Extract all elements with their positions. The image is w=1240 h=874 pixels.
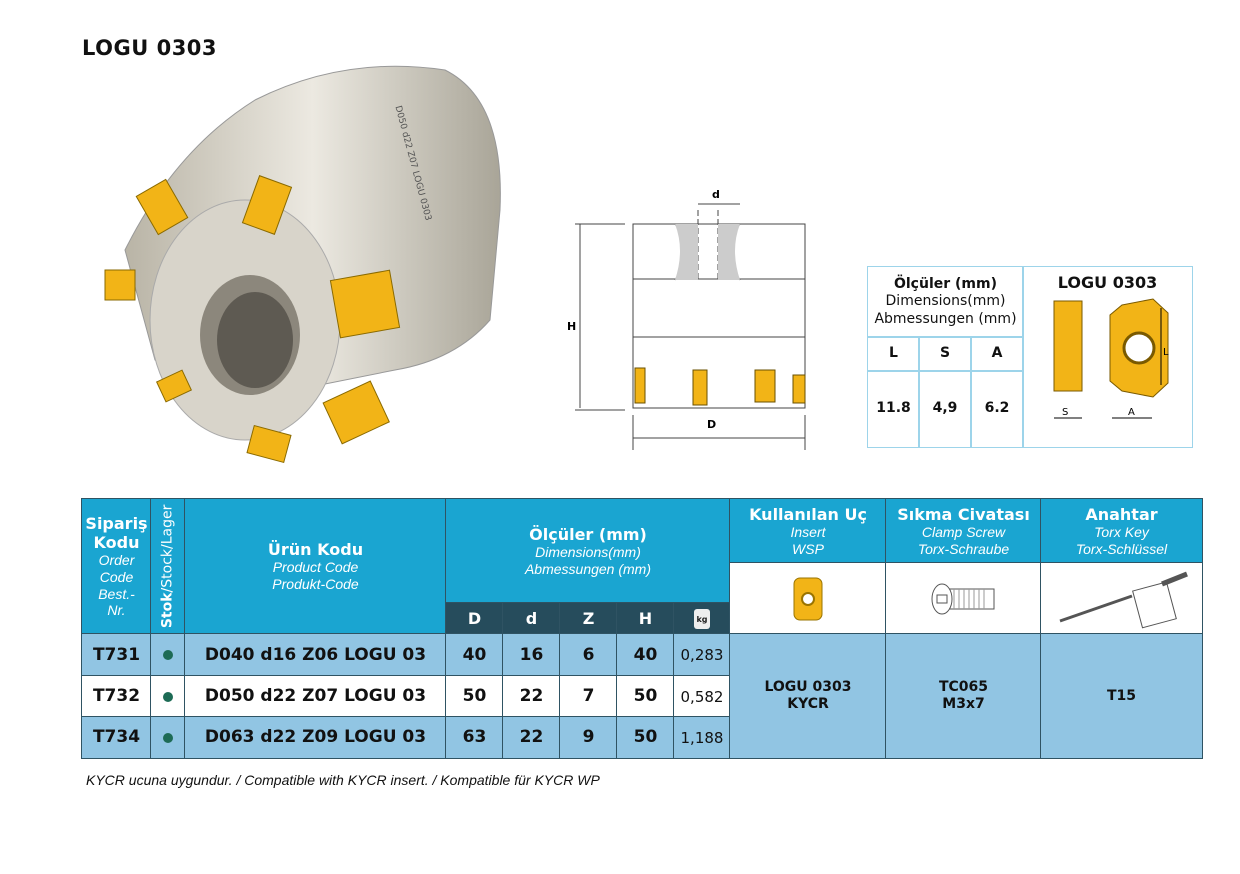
- table-row-2-H: 50: [616, 675, 675, 718]
- col-S: S: [918, 336, 972, 372]
- dims-title-tr: Ölçüler (mm): [893, 275, 997, 292]
- table-row-1-Z: 6: [559, 633, 618, 677]
- label-d: d: [712, 188, 720, 201]
- label-H: H: [567, 320, 576, 333]
- table-row-3-order: T734: [81, 716, 152, 759]
- svg-text:S: S: [1062, 407, 1068, 418]
- col-D: D: [445, 602, 504, 635]
- value-S: 4,9: [918, 370, 972, 448]
- stock-available-dot: [163, 732, 173, 743]
- svg-text:A: A: [1128, 407, 1135, 418]
- insert-title: LOGU 0303: [1057, 273, 1158, 292]
- table-row-3-kg: 1,188: [673, 716, 731, 759]
- weight-icon: kg: [694, 608, 710, 629]
- table-row-1-product: D040 d16 Z06 LOGU 03: [184, 633, 447, 677]
- value-A: 6.2: [970, 370, 1024, 448]
- table-row-3-H: 50: [616, 716, 675, 759]
- table-row-2-stock: [150, 675, 186, 718]
- page-title: LOGU 0303: [82, 36, 218, 60]
- header-stock: Stok/Stock/Lager: [150, 498, 186, 635]
- dims-title-en: Dimensions(mm): [885, 293, 1006, 310]
- col-Z: Z: [559, 602, 618, 635]
- torx-key-image: [1040, 562, 1203, 635]
- footnote: KYCR ucuna uygundur. / Compatible with K…: [86, 772, 600, 788]
- table-row-2-order: T732: [81, 675, 152, 718]
- insert-figure: L S A: [1053, 298, 1169, 419]
- table-row-2-d: 22: [502, 675, 561, 718]
- col-d: d: [502, 602, 561, 635]
- key-value: T15: [1040, 633, 1203, 759]
- table-row-1-stock: [150, 633, 186, 677]
- table-row-3-Z: 9: [559, 716, 618, 759]
- table-row-2-product: D050 d22 Z07 LOGU 03: [184, 675, 447, 718]
- table-row-1-order: T731: [81, 633, 152, 677]
- col-weight: kg: [673, 602, 731, 635]
- col-L: L: [867, 336, 920, 372]
- milling-cutter-image: D050 d22 Z07 LOGU 0303: [104, 65, 501, 464]
- table-row-2-kg: 0,582: [673, 675, 731, 718]
- screw-image: [885, 562, 1042, 635]
- col-A: A: [970, 336, 1024, 372]
- table-row-3-D: 63: [445, 716, 504, 759]
- insert-image: [729, 562, 887, 635]
- table-row-1-H: 40: [616, 633, 675, 677]
- table-row-3-stock: [150, 716, 186, 759]
- table-row-2-Z: 7: [559, 675, 618, 718]
- col-H: H: [616, 602, 675, 635]
- stock-available-dot: [163, 650, 173, 660]
- label-D: D: [707, 418, 716, 431]
- table-row-3-product: D063 d22 Z09 LOGU 03: [184, 716, 447, 759]
- table-row-3-d: 22: [502, 716, 561, 759]
- dims-title-de: Abmessungen (mm): [874, 310, 1017, 327]
- table-row-1-D: 40: [445, 633, 504, 677]
- header-dimensions: Ölçüler (mm)Dimensions(mm)Abmessungen (m…: [445, 498, 731, 604]
- stock-available-dot: [163, 691, 173, 702]
- value-L: 11.8: [867, 370, 920, 448]
- table-row-1-kg: 0,283: [673, 633, 731, 677]
- table-row-2-D: 50: [445, 675, 504, 718]
- table-row-1-d: 16: [502, 633, 561, 677]
- svg-text:L: L: [1163, 347, 1169, 358]
- technical-drawing: d H D: [567, 188, 806, 450]
